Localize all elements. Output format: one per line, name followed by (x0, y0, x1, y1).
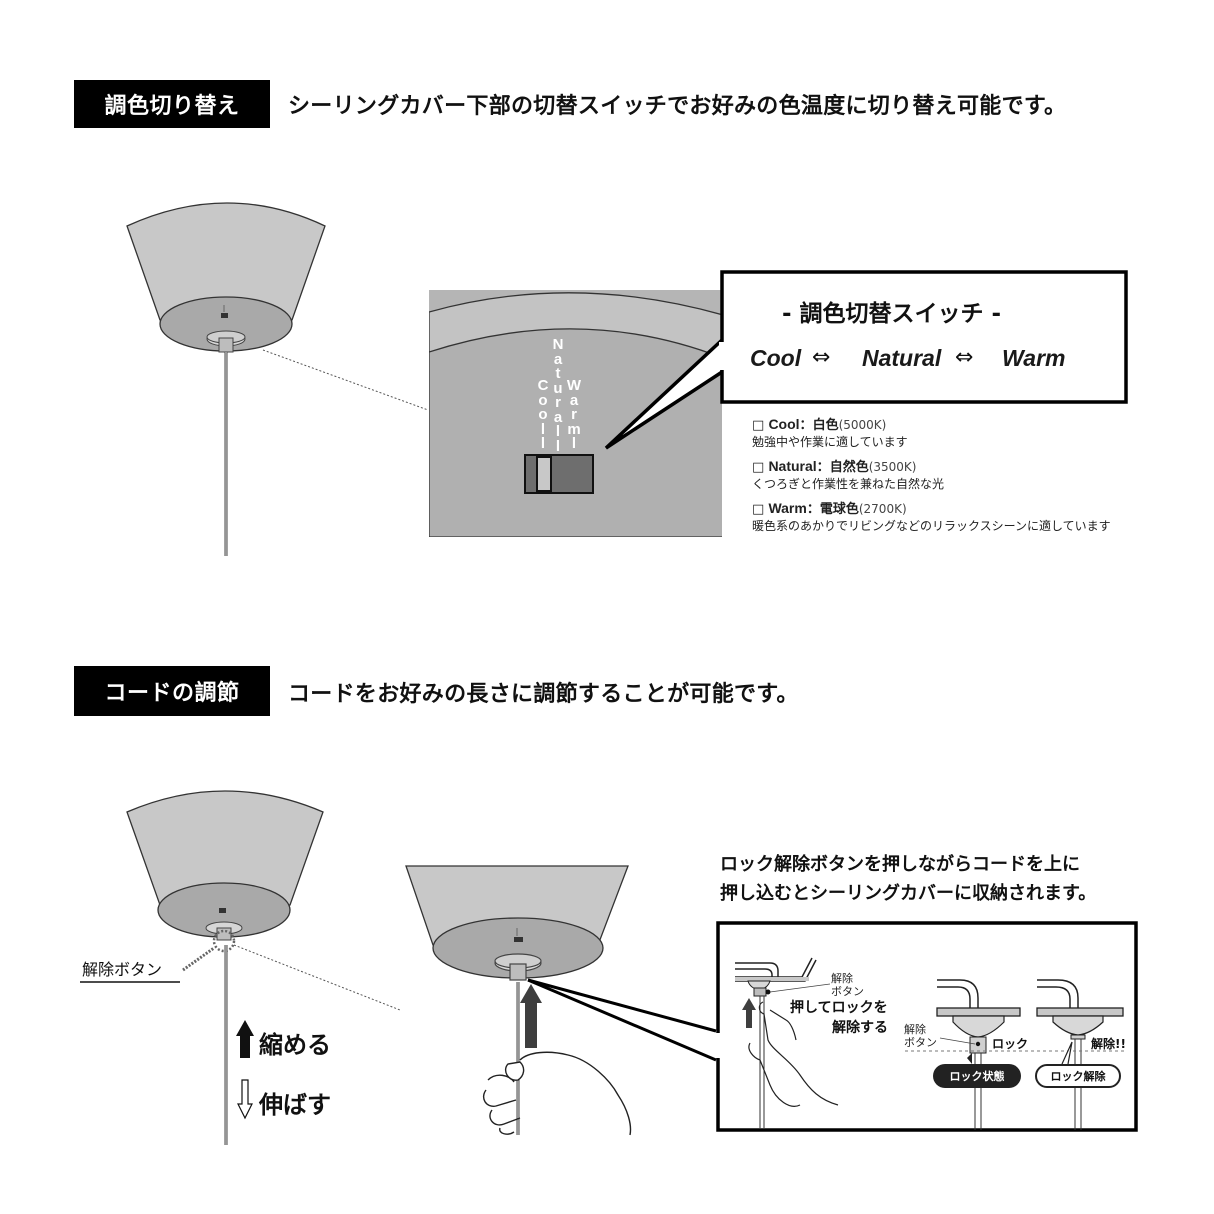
mode-desc: 勉強中や作業に適しています (752, 435, 908, 449)
mode-natural-text: Natural (862, 345, 942, 371)
button-text: ボタン (831, 985, 864, 998)
push-to-release-text-1: 押してロックを (790, 1000, 888, 1016)
checkbox-icon: □ (752, 502, 765, 517)
mode-warm-text: Warm (1002, 345, 1066, 371)
mode-desc: 暖色系のあかりでリビングなどのリラックスシーンに適しています (752, 519, 1111, 533)
separator: ： (816, 460, 830, 475)
unlocked-badge: ロック解除 (1035, 1064, 1121, 1088)
button-text: ボタン (904, 1036, 937, 1049)
mode-cool: Cool (746, 345, 806, 372)
separator: ： (806, 502, 820, 517)
color-name: 電球色 (819, 502, 859, 517)
release-button-small-label-1: 解除 ボタン (831, 972, 864, 998)
instruction-line-1: ロック解除ボタンを押しながらコードを上に (720, 854, 1080, 875)
separator: ： (799, 418, 813, 433)
checkbox-icon: □ (752, 460, 765, 475)
mode-natural: Natural (858, 345, 946, 372)
kelvin: (3500K) (868, 460, 917, 474)
push-to-release-text-2: 解除する (832, 1020, 888, 1036)
mode-name: Natural (768, 458, 817, 474)
mode-warm: Warm (998, 345, 1070, 372)
mode-desc: くつろぎと作業性を兼ねた自然な光 (752, 477, 945, 491)
kelvin: (2700K) (858, 502, 907, 516)
mode-info-warm: □ Warm：電球色(2700K) 暖色系のあかりでリビングなどのリラックスシー… (752, 500, 1111, 534)
color-name: 白色 (812, 418, 839, 433)
release-text: 解除 (831, 972, 853, 985)
extend-label: 伸ばす (259, 1091, 331, 1119)
lock-label: ロック (992, 1037, 1029, 1051)
section-tag-color-switch: 調色切り替え (74, 80, 270, 128)
release-button-label: 解除ボタン (82, 960, 163, 979)
locked-state-badge: ロック状態 (933, 1064, 1021, 1088)
color-name: 自然色 (829, 460, 869, 475)
double-arrow-icon: ⇔ (812, 345, 831, 370)
section-tag-cord-adjust: コードの調節 (74, 666, 270, 716)
mode-name: Warm (768, 500, 807, 516)
released-label: 解除!! (1091, 1037, 1126, 1051)
mode-info-cool: □ Cool：白色(5000K) 勉強中や作業に適しています (752, 416, 908, 450)
checkbox-icon: □ (752, 418, 765, 433)
instruction-line-2: 押し込むとシーリングカバーに収納されます。 (720, 883, 1097, 904)
section2-headline: コードをお好みの長さに調節することが可能です。 (288, 682, 799, 707)
mode-info-natural: □ Natural：自然色(3500K) くつろぎと作業性を兼ねた自然な光 (752, 458, 944, 492)
kelvin: (5000K) (838, 418, 887, 432)
shorten-label: 縮める (259, 1031, 331, 1059)
callout-title: - 調色切替スイッチ - (782, 301, 1002, 327)
release-text: 解除 (904, 1023, 926, 1036)
double-arrow-icon: ⇔ (955, 345, 974, 370)
mode-name: Cool (768, 416, 800, 432)
release-button-small-label-2: 解除 ボタン (904, 1023, 937, 1049)
mode-cool-text: Cool (750, 345, 802, 371)
section1-headline: シーリングカバー下部の切替スイッチでお好みの色温度に切り替え可能です。 (288, 94, 1067, 119)
